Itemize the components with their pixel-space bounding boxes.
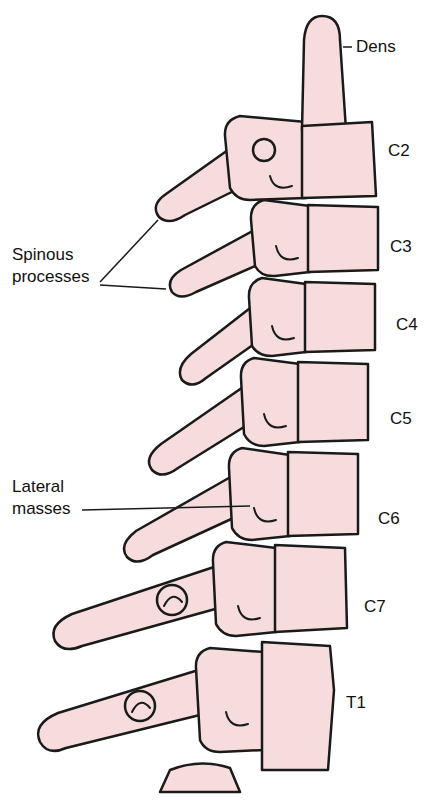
part-label: Spinous processes <box>12 244 98 288</box>
transverse-foramen <box>157 585 187 615</box>
leader-line <box>100 285 166 289</box>
vertebra-label: C5 <box>390 408 412 430</box>
part-label: Dens <box>356 36 396 58</box>
vertebral-body <box>308 205 378 272</box>
vertebral-body <box>302 122 376 198</box>
rib-head <box>125 691 155 721</box>
vertebra-label: C7 <box>364 596 386 618</box>
vertebra-label: C4 <box>396 314 418 336</box>
vertebral-body <box>305 282 375 352</box>
facet-joint <box>238 606 260 620</box>
vertebral-body <box>298 362 368 442</box>
leader-line <box>100 220 158 282</box>
lateral-mass <box>251 200 310 276</box>
facet-joint <box>226 712 248 726</box>
part-label: Lateral masses <box>12 476 82 520</box>
vertebra-label: C6 <box>378 508 400 530</box>
spinous-process <box>149 385 252 475</box>
facet-joint <box>276 246 298 260</box>
lateral-mass <box>213 542 276 636</box>
leader-line <box>82 506 250 510</box>
spinous-process <box>124 475 240 562</box>
vertebra-label: C3 <box>390 236 412 258</box>
lateral-mass <box>196 648 264 752</box>
rib-head-detail <box>132 703 150 712</box>
dens <box>302 16 346 130</box>
facet-joint <box>254 508 276 522</box>
vertebra-label: C2 <box>388 140 410 162</box>
lateral-mass <box>241 358 300 446</box>
foramen <box>253 139 275 161</box>
lateral-mass <box>229 448 290 540</box>
spinous-process <box>38 668 212 751</box>
vertebral-body <box>288 452 358 536</box>
lateral-mass <box>249 278 306 356</box>
leader-line <box>343 46 352 48</box>
spinous-process <box>180 305 260 385</box>
facet-joint <box>264 414 286 428</box>
facet-joint <box>272 326 294 340</box>
vertebral-body <box>262 642 334 770</box>
spinous-process <box>170 228 264 297</box>
transverse-foramen-detail <box>164 597 182 606</box>
vertebral-body <box>275 545 347 632</box>
rib <box>160 763 240 792</box>
lateral-mass <box>225 116 306 200</box>
spinous-process <box>53 565 226 649</box>
vertebra-label: T1 <box>346 692 366 714</box>
facet-joint <box>270 176 292 188</box>
